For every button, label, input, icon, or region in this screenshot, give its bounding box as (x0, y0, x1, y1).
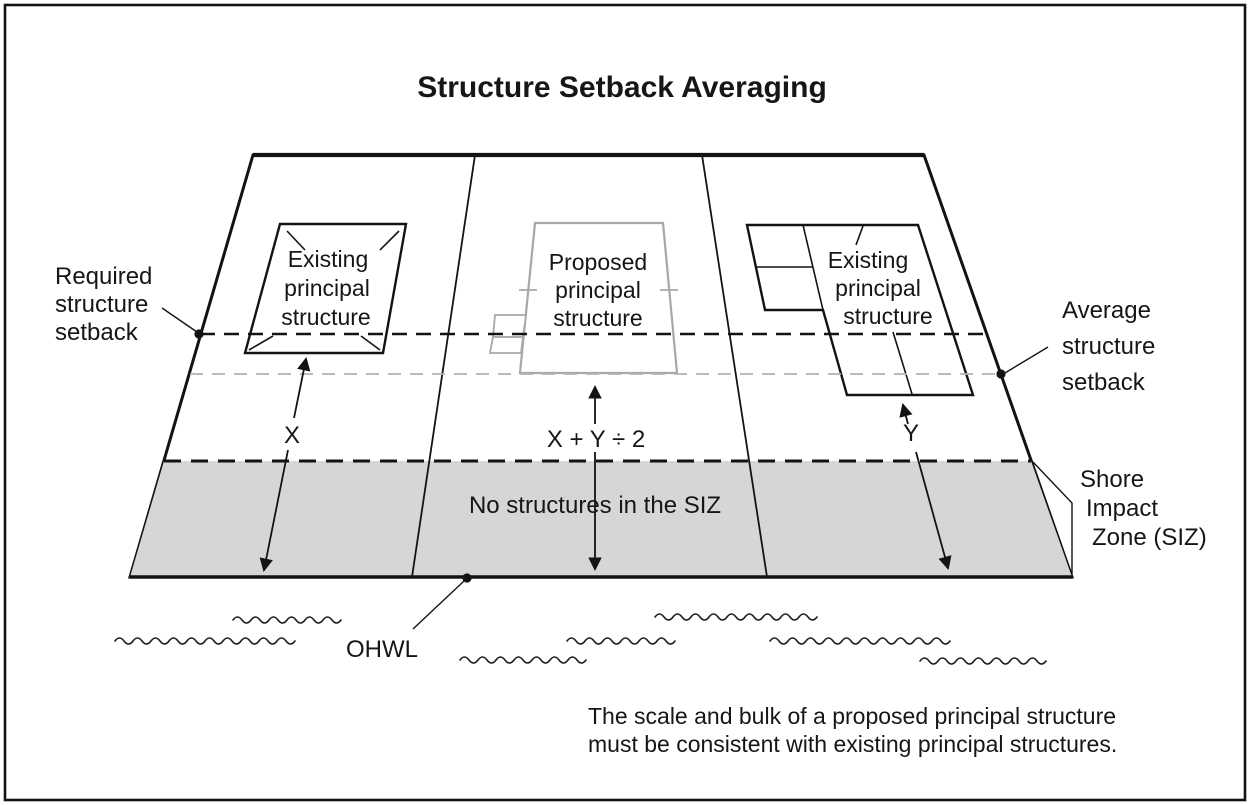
caption: The scale and bulk of a proposed princip… (588, 703, 1117, 757)
existing-structure-left-label: Existing (288, 246, 369, 272)
leader-line (161, 307, 198, 333)
wave-line (654, 613, 818, 621)
proposed-structure: Proposed principal structure (488, 221, 679, 375)
existing-structure-right-label: principal (835, 275, 921, 301)
existing-structure-right: Existing principal structure (745, 223, 975, 397)
wave-line (114, 637, 296, 645)
interior-wall-line (855, 225, 864, 246)
ohwl-label-group: OHWL (346, 573, 472, 663)
existing-structure-left-outline (243, 222, 408, 355)
proposed-structure-label: principal (555, 277, 641, 303)
caption-line-1: The scale and bulk of a proposed princip… (588, 703, 1116, 729)
proposed-structure-label: Proposed (549, 249, 647, 275)
siz-zone-text: No structures in the SIZ (469, 492, 721, 519)
average-setback-label-group: Average structure setback (996, 297, 1155, 396)
shore-impact-zone-label: Shore (1080, 466, 1144, 493)
existing-structure-left: Existing principal structure (243, 222, 408, 355)
ohwl-label: OHWL (346, 636, 418, 663)
arrow-shaft (915, 451, 952, 570)
setback-arrow-x: X (259, 357, 311, 572)
wave-line (459, 656, 587, 664)
shore-impact-zone-label: Impact (1086, 495, 1158, 522)
arrow-shaft (293, 357, 311, 419)
leader-line (1004, 346, 1049, 374)
roof-corner-tick (286, 230, 306, 251)
siz-bracket-leader (1032, 461, 1073, 574)
lot-divider-left (411, 154, 476, 578)
required-setback-label: structure (55, 291, 148, 318)
shore-impact-zone-label: Zone (SIZ) (1092, 524, 1207, 551)
required-setback-label: Required (55, 263, 152, 290)
wave-line (769, 637, 951, 645)
average-setback-label: setback (1062, 369, 1146, 396)
roof-corner-tick (379, 230, 400, 251)
siz-zone (130, 461, 1072, 577)
proposed-structure-label: structure (553, 305, 642, 331)
arrow-shaft (259, 449, 289, 572)
proposed-structure-step-lower (488, 336, 525, 354)
measurement-x-label: X (284, 422, 300, 449)
existing-structure-left-label: principal (284, 275, 370, 301)
interior-wall-line (892, 331, 913, 395)
wave-line (566, 637, 676, 645)
lot-divider-right (701, 154, 768, 578)
measurement-y-label: Y (903, 420, 919, 447)
roof-corner-tick (360, 335, 381, 351)
average-setback-label: Average (1062, 297, 1151, 324)
caption-line-2: must be consistent with existing princip… (588, 731, 1117, 757)
shore-impact-zone-label-group: Shore Impact Zone (SIZ) (1032, 461, 1207, 574)
setback-point-dot (996, 369, 1006, 379)
existing-structure-left-label: structure (281, 304, 370, 330)
required-setback-label: setback (55, 319, 139, 346)
leader-line (412, 580, 465, 630)
setback-point-dot (194, 329, 204, 339)
arrow-shaft (899, 403, 913, 425)
ohwl-point-dot (462, 573, 472, 583)
setback-arrow-average: X + Y ÷ 2 (547, 384, 645, 572)
average-setback-label: structure (1062, 333, 1155, 360)
page-title: Structure Setback Averaging (417, 71, 827, 104)
measurement-avg-label: X + Y ÷ 2 (547, 426, 645, 453)
required-setback-label-group: Required structure setback (55, 263, 204, 346)
wave-line (232, 616, 342, 624)
existing-structure-right-label: Existing (828, 247, 909, 273)
setback-arrow-y: Y (899, 403, 952, 570)
roof-corner-tick (248, 335, 274, 351)
existing-structure-right-label: structure (843, 303, 932, 329)
wave-line (919, 657, 1047, 665)
water-waves (114, 613, 1047, 665)
